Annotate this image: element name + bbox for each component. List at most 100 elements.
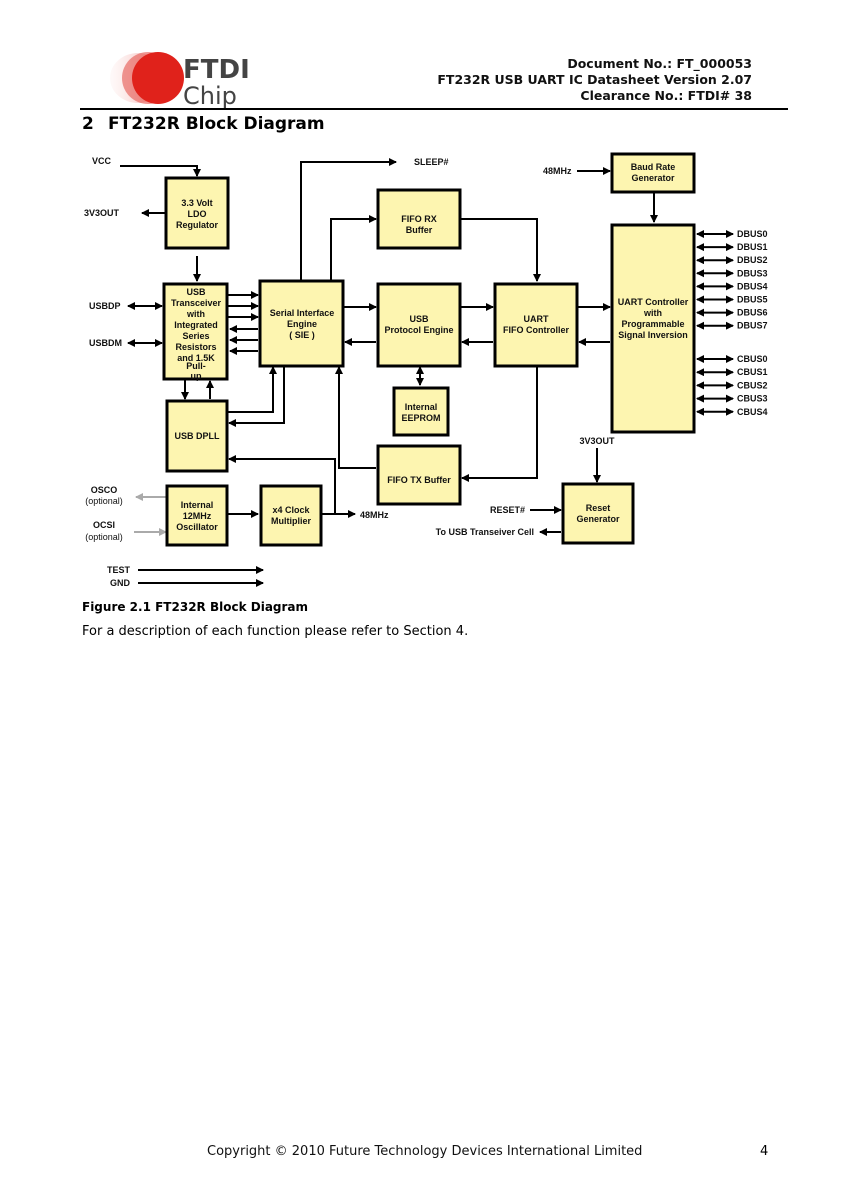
dbus-label: DBUS1 — [737, 242, 768, 252]
svg-text:UART Controller: UART Controller — [618, 297, 689, 307]
svg-text:Transceiver: Transceiver — [171, 298, 222, 308]
svg-text:Multiplier: Multiplier — [271, 516, 311, 526]
clock-multiplier-block: x4 Clock Multiplier — [259, 484, 323, 547]
svg-text:Signal Inversion: Signal Inversion — [618, 330, 688, 340]
usb-protocol-engine-block: USB Protocol Engine — [376, 282, 462, 368]
svg-text:Protocol Engine: Protocol Engine — [384, 325, 453, 335]
document-number: Document No.: FT_000053 — [567, 56, 752, 71]
svg-text:Generator: Generator — [576, 514, 620, 524]
bus-labels: DBUS0DBUS1DBUS2DBUS3DBUS4DBUS5DBUS6DBUS7… — [737, 229, 768, 417]
header-rule — [80, 108, 788, 110]
reset-generator-block: Reset Generator — [561, 482, 635, 545]
reset-label: RESET# — [490, 505, 525, 515]
dbus-label: DBUS3 — [737, 268, 768, 278]
footer-copyright: Copyright © 2010 Future Technology Devic… — [207, 1144, 643, 1159]
svg-text:Buffer: Buffer — [406, 225, 433, 235]
dbus-label: DBUS0 — [737, 229, 768, 239]
eeprom-block: Internal EEPROM — [392, 386, 450, 437]
document-header: Document No.: FT_000053 FT232R USB UART … — [437, 56, 752, 104]
fifo-rx-buffer-block: FIFO RX Buffer — [376, 188, 462, 250]
sie-block: Serial Interface Engine ( SIE ) — [258, 279, 345, 368]
logo-red-disc — [132, 52, 184, 104]
test-label: TEST — [107, 565, 131, 575]
usb-transceiver-block: USB Transceiver with Integrated Series R… — [162, 282, 229, 381]
svg-text:12MHz: 12MHz — [183, 511, 212, 521]
clearance-number: Clearance No.: FTDI# 38 — [580, 88, 752, 103]
svg-text:Reset: Reset — [586, 503, 611, 513]
cbus-label: CBUS4 — [737, 407, 768, 417]
svg-text:LDO: LDO — [188, 209, 207, 219]
svg-text:Internal: Internal — [181, 500, 214, 510]
usbdp-label: USBDP — [89, 301, 121, 311]
logo-text-bottom: Chip — [183, 82, 237, 108]
svg-text:Oscillator: Oscillator — [176, 522, 218, 532]
to-usb-transceiver-label: To USB Transeiver Cell — [436, 527, 534, 537]
svg-text:(optional): (optional) — [85, 496, 123, 506]
cbus-label: CBUS1 — [737, 367, 768, 377]
svg-text:Regulator: Regulator — [176, 220, 219, 230]
svg-text:USB: USB — [409, 314, 429, 324]
dbus-label: DBUS7 — [737, 321, 768, 331]
svg-text:EEPROM: EEPROM — [401, 413, 440, 423]
dbus-label: DBUS2 — [737, 255, 768, 265]
document-title: FT232R USB UART IC Datasheet Version 2.0… — [437, 72, 752, 87]
logo-text-top: FTDI — [183, 55, 248, 85]
baud-rate-generator-block: Baud Rate Generator — [610, 152, 696, 194]
section-title: FT232R Block Diagram — [108, 114, 325, 134]
ocsi-label: OCSI — [93, 520, 115, 530]
svg-text:and 1.5K: and 1.5K — [177, 353, 215, 363]
cbus-label: CBUS3 — [737, 394, 768, 404]
cbus-label: CBUS2 — [737, 380, 768, 390]
vcc-label: VCC — [92, 156, 112, 166]
3v3out-label: 3V3OUT — [84, 208, 120, 218]
svg-text:FIFO Controller: FIFO Controller — [503, 325, 569, 335]
block-diagram: 3.3 Volt LDO Regulator USB Transceiver w… — [84, 152, 768, 588]
48mhz-baud-label: 48MHz — [543, 166, 572, 176]
svg-text:Programmable: Programmable — [621, 319, 684, 329]
dbus-label: DBUS4 — [737, 281, 768, 291]
svg-text:with: with — [643, 308, 662, 318]
svg-text:Integrated: Integrated — [174, 320, 218, 330]
svg-text:x4 Clock: x4 Clock — [272, 505, 310, 515]
svg-text:with: with — [186, 309, 205, 319]
page-number: 4 — [760, 1144, 769, 1159]
svg-text:Series: Series — [182, 331, 209, 341]
description-text: For a description of each function pleas… — [82, 624, 469, 639]
bus-lines — [696, 230, 734, 416]
svg-text:(optional): (optional) — [85, 532, 123, 542]
section-heading: 2 FT232R Block Diagram — [82, 114, 325, 134]
ftdi-logo: FTDI Chip — [88, 48, 250, 110]
dbus-label: DBUS6 — [737, 308, 768, 318]
svg-text:Serial Interface: Serial Interface — [270, 308, 335, 318]
svg-text:Baud Rate: Baud Rate — [631, 162, 676, 172]
section-number: 2 — [82, 114, 94, 134]
ldo-regulator-block: 3.3 Volt LDO Regulator — [164, 176, 230, 250]
usbdm-label: USBDM — [89, 338, 122, 348]
figure-caption: Figure 2.1 FT232R Block Diagram — [82, 600, 309, 614]
uart-fifo-controller-block: UART FIFO Controller — [493, 282, 579, 368]
sleep-label: SLEEP# — [414, 157, 449, 167]
gnd-label: GND — [110, 578, 131, 588]
svg-text:3.3 Volt: 3.3 Volt — [181, 198, 212, 208]
3v3out-reset-label: 3V3OUT — [579, 436, 615, 446]
svg-text:Pull-: Pull- — [186, 361, 206, 371]
svg-text:Resistors: Resistors — [175, 342, 216, 352]
48mhz-out-label: 48MHz — [360, 510, 389, 520]
svg-text:Generator: Generator — [631, 173, 675, 183]
svg-text:Engine: Engine — [287, 319, 317, 329]
svg-text:FIFO RX: FIFO RX — [401, 214, 437, 224]
uart-controller-block: UART Controller with Programmable Signal… — [610, 223, 696, 434]
svg-text:USB DPLL: USB DPLL — [175, 431, 221, 441]
fifo-tx-buffer-block: FIFO TX Buffer — [376, 444, 462, 506]
svg-text:FIFO TX Buffer: FIFO TX Buffer — [387, 475, 451, 485]
connections — [120, 158, 658, 587]
dbus-label: DBUS5 — [737, 295, 768, 305]
svg-text:( SIE ): ( SIE ) — [289, 330, 315, 340]
svg-text:UART: UART — [524, 314, 549, 324]
svg-text:Internal: Internal — [405, 402, 438, 412]
cbus-label: CBUS0 — [737, 354, 768, 364]
svg-text:USB: USB — [186, 287, 206, 297]
osco-label: OSCO — [91, 485, 118, 495]
oscillator-block: Internal 12MHz Oscillator — [165, 484, 229, 547]
svg-text:up: up — [191, 371, 202, 381]
